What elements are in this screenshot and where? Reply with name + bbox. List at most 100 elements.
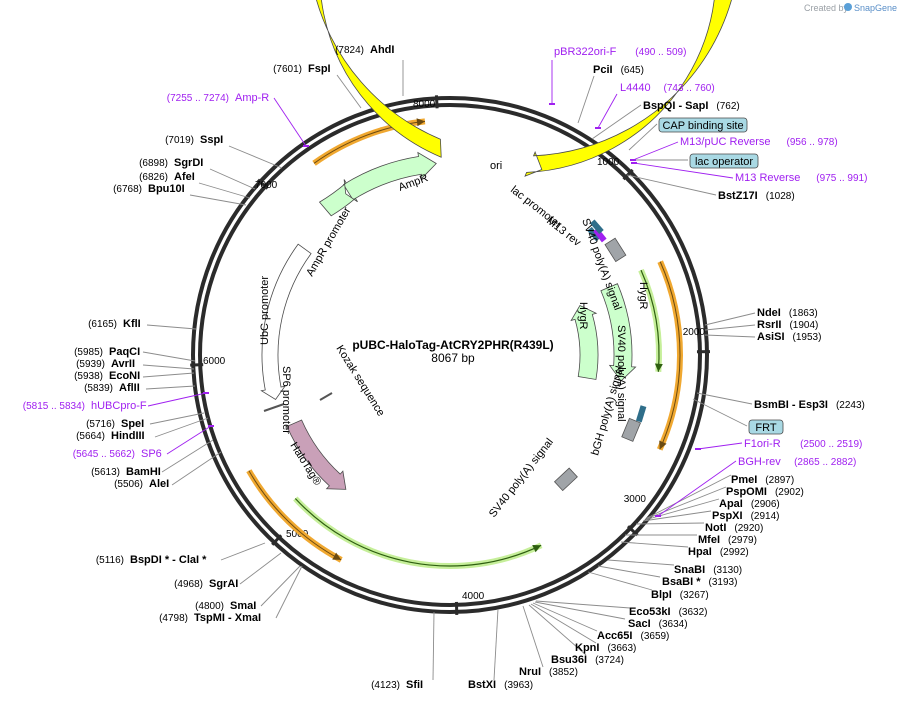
enzyme-bstz17i[interactable]: BstZ17I — [718, 190, 758, 202]
feature-halotag-arrow — [286, 419, 347, 490]
feature-hygr-inner-arrow — [570, 305, 599, 380]
box-cap-binding-site[interactable] — [658, 117, 748, 133]
enzyme-aflii[interactable]: AflII — [119, 382, 140, 394]
enzyme-pmei[interactable]: PmeI — [731, 474, 757, 486]
enzyme-pos-sgrai: (4968) — [174, 579, 203, 590]
enzyme-pos-sfii: (4123) — [371, 680, 400, 691]
enzyme-sgrdi[interactable]: SgrDI — [174, 157, 203, 169]
box-frt[interactable] — [748, 419, 784, 435]
enzyme-pos-kpni: (3663) — [607, 643, 636, 654]
leader-kfli — [146, 324, 197, 330]
primer-m13-reverse[interactable]: M13 Reverse — [735, 172, 800, 184]
primer-leader-f1ori-r — [697, 442, 743, 450]
leader-hindiii — [154, 417, 209, 438]
leader-hpai — [620, 541, 689, 548]
enzyme-spei[interactable]: SpeI — [121, 418, 144, 430]
enzyme-saci[interactable]: SacI — [628, 618, 651, 630]
enzyme-bsmbi-esp3i[interactable]: BsmBI - Esp3I — [754, 399, 828, 411]
enzyme-sspi[interactable]: SspI — [200, 134, 223, 146]
primer-range-amp-r: (7255 .. 7274) — [167, 93, 229, 104]
enzyme-mfei[interactable]: MfeI — [698, 534, 720, 546]
enzyme-pos-apai: (2906) — [751, 499, 780, 510]
leader-bamhi — [161, 439, 214, 473]
tick-label-2000: 2000 — [683, 327, 706, 338]
primer-sp6[interactable]: SP6 — [141, 448, 162, 460]
backbone — [191, 96, 709, 614]
enzyme-sgrai[interactable]: SgrAI — [209, 578, 238, 590]
feature-ubc-promoter-arrow — [260, 243, 312, 400]
enzyme-rsrii[interactable]: RsrII — [757, 319, 781, 331]
enzyme-bpu10i[interactable]: Bpu10I — [148, 183, 185, 195]
feature-label-kozak-sequence-14: Kozak sequence — [333, 343, 386, 418]
primer-l4440[interactable]: L4440 — [620, 82, 651, 94]
credit-text: Created by — [804, 3, 849, 13]
orf-hygr-inner — [659, 261, 681, 450]
primer-hubcpro-f[interactable]: hUBCpro-F — [91, 400, 147, 412]
primer-f1ori-r[interactable]: F1ori-R — [744, 438, 781, 450]
enzyme-avrii[interactable]: AvrII — [111, 358, 135, 370]
enzyme-bspqi-sapi[interactable]: BspQI - SapI — [643, 100, 708, 112]
enzyme-paqci[interactable]: PaqCI — [109, 346, 140, 358]
primer-range-sp6: (5645 .. 5662) — [73, 449, 135, 460]
enzyme-pos-blpi: (3267) — [680, 590, 709, 601]
enzyme-hindiii[interactable]: HindIII — [111, 430, 145, 442]
enzyme-fspi[interactable]: FspI — [308, 63, 331, 75]
primer-bgh-rev[interactable]: BGH-rev — [738, 456, 781, 468]
enzyme-pos-aflii: (5839) — [84, 383, 113, 394]
enzyme-kfli[interactable]: KflI — [123, 318, 141, 330]
enzyme-nrui[interactable]: NruI — [519, 666, 541, 678]
box-lac-operator[interactable] — [689, 153, 759, 169]
enzyme-pspxi[interactable]: PspXI — [712, 510, 743, 522]
enzyme-pos-alei: (5506) — [114, 479, 143, 490]
enzyme-pos-acc65i: (3659) — [640, 631, 669, 642]
enzyme-eco53ki[interactable]: Eco53kI — [629, 606, 671, 618]
enzyme-pos-bpu10i: (6768) — [113, 184, 142, 195]
feature-ampr-promoter-arrow — [318, 179, 358, 217]
enzyme-bsabi[interactable]: BsaBI * — [662, 576, 701, 588]
primer-leader-hubcpro-f — [147, 392, 207, 407]
enzyme-pos-asisi: (1953) — [793, 332, 822, 343]
feature-label-m13-rev-4: M13 rev — [544, 215, 583, 249]
leader-sgrdi — [209, 168, 256, 190]
enzyme-smai[interactable]: SmaI — [230, 600, 256, 612]
primer-m13-puc-reverse[interactable]: M13/pUC Reverse — [680, 136, 770, 148]
primer-range-bgh-rev: (2865 .. 2882) — [794, 457, 856, 468]
enzyme-tspmi-xmai[interactable]: TspMI - XmaI — [194, 612, 261, 624]
enzyme-ahdi[interactable]: AhdI — [370, 44, 394, 56]
leader-spei — [149, 412, 205, 425]
primer-leader-amp-r — [273, 97, 307, 147]
leader-bsabi — [597, 565, 661, 578]
enzyme-acc65i[interactable]: Acc65I — [597, 630, 632, 642]
enzyme-pos-afei: (6826) — [139, 172, 168, 183]
enzyme-kpni[interactable]: KpnI — [575, 642, 599, 654]
enzyme-pspomi[interactable]: PspOMI — [726, 486, 767, 498]
enzyme-pos-bsmbi-esp3i: (2243) — [836, 400, 865, 411]
enzyme-snabi[interactable]: SnaBI — [674, 564, 705, 576]
tick-label-8000: 8000 — [413, 99, 436, 110]
feature-label-ampr-promoter-2: AmpR promoter — [304, 205, 353, 279]
primer-amp-r[interactable]: Amp-R — [235, 92, 269, 104]
tick-label-3000: 3000 — [624, 494, 647, 505]
enzyme-apai[interactable]: ApaI — [719, 498, 743, 510]
enzyme-ndei[interactable]: NdeI — [757, 307, 781, 319]
enzyme-noti[interactable]: NotI — [705, 522, 726, 534]
tick-7000 — [256, 178, 269, 190]
enzyme-bamhi[interactable]: BamHI — [126, 466, 161, 478]
enzyme-hpai[interactable]: HpaI — [688, 546, 712, 558]
enzyme-econi[interactable]: EcoNI — [109, 370, 140, 382]
enzyme-blpi[interactable]: BlpI — [651, 589, 672, 601]
enzyme-alei[interactable]: AleI — [149, 478, 169, 490]
primer-leader-sp6 — [166, 425, 212, 455]
box-leader-cap-binding-site — [628, 123, 658, 151]
enzyme-asisi[interactable]: AsiSI — [757, 331, 785, 343]
enzyme-bspdi-clai[interactable]: BspDI * - ClaI * — [130, 554, 207, 566]
feature-sp6-mark — [263, 403, 285, 412]
enzyme-afei[interactable]: AfeI — [174, 171, 195, 183]
enzyme-bsu36i[interactable]: Bsu36I — [551, 654, 587, 666]
enzyme-pcii[interactable]: PciI — [593, 64, 613, 76]
enzyme-bstxi[interactable]: BstXI — [468, 679, 496, 691]
primer-pbr322ori-f[interactable]: pBR322ori-F — [554, 46, 617, 58]
box-label-frt: FRT — [755, 422, 776, 434]
enzyme-sfii[interactable]: SfiI — [406, 679, 423, 691]
leader-nrui — [522, 605, 544, 668]
